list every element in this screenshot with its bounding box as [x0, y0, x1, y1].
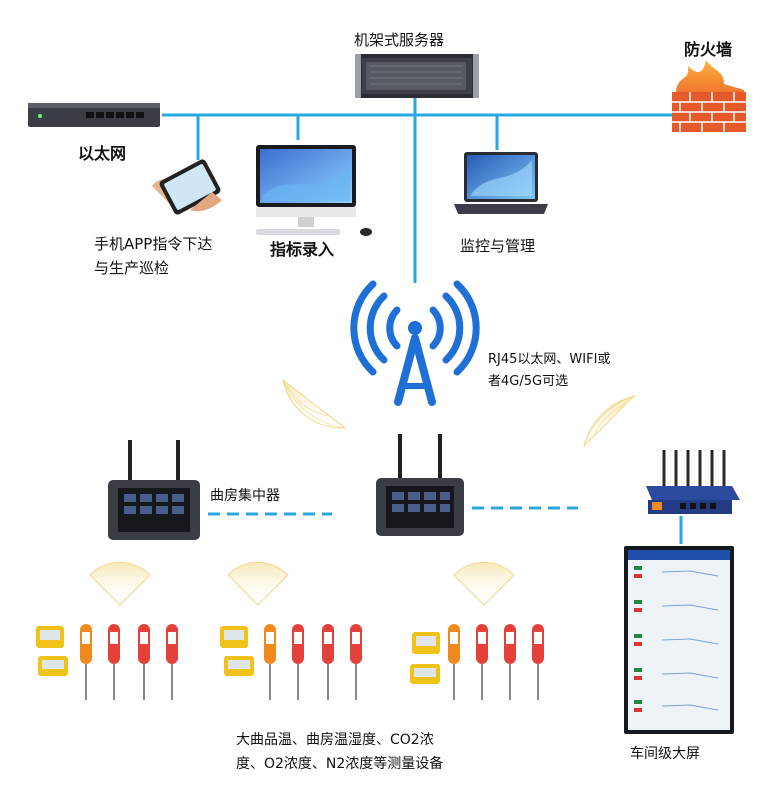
- concentrator-label: 曲房集中器: [210, 488, 280, 504]
- indicator-input-label: 指标录入: [270, 240, 335, 259]
- temperature-probe-icon: [350, 624, 362, 700]
- big-screen-label: 车间级大屏: [630, 746, 700, 762]
- sensor-meter-icon: [410, 632, 440, 684]
- dashed-link: [208, 506, 578, 516]
- signal-fan-icon: [89, 378, 636, 606]
- temperature-probe-icon: [292, 624, 304, 700]
- wireless-tower-icon: [350, 280, 480, 406]
- laptop-icon: [454, 152, 548, 214]
- network-note-line2: 者4G/5G可选: [488, 374, 569, 389]
- sensor-group: [410, 624, 544, 700]
- monitor-manage-label: 监控与管理: [460, 237, 536, 255]
- desktop-pc-icon: [256, 145, 372, 236]
- rack-server-icon: [355, 54, 479, 98]
- tablet-icon: [152, 159, 222, 215]
- temperature-probe-icon: [264, 624, 276, 700]
- temperature-probe-icon: [448, 624, 460, 700]
- temperature-probe-icon: [138, 624, 150, 700]
- firewall-icon: [672, 60, 746, 132]
- sensor-meter-icon: [220, 626, 254, 676]
- mobile-app-label-line2: 与生产巡检: [94, 259, 170, 277]
- sensors-label-line2: 度、O2浓度、N2浓度等测量设备: [236, 756, 444, 772]
- concentrator-icon: [376, 434, 464, 536]
- ethernet-bus: [162, 98, 672, 283]
- sensor-group: [36, 624, 178, 700]
- concentrator-icon: [108, 440, 200, 540]
- temperature-probe-icon: [322, 624, 334, 700]
- temperature-probe-icon: [108, 624, 120, 700]
- sensor-group: [220, 624, 362, 700]
- sensors-label-line1: 大曲品温、曲房温湿度、CO2浓: [236, 732, 434, 748]
- sensor-meter-icon: [36, 626, 68, 676]
- network-note-line1: RJ45以太网、WIFI或: [488, 352, 611, 367]
- ethernet-label: 以太网: [78, 144, 127, 163]
- router-icon: [646, 450, 740, 514]
- big-screen-icon: [624, 546, 734, 734]
- firewall-label: 防火墙: [684, 40, 733, 59]
- temperature-probe-icon: [166, 624, 178, 700]
- ethernet-switch-icon: [28, 103, 160, 127]
- mobile-app-label-line1: 手机APP指令下达: [94, 235, 213, 253]
- temperature-probe-icon: [504, 624, 516, 700]
- server-label: 机架式服务器: [354, 31, 445, 49]
- temperature-probe-icon: [532, 624, 544, 700]
- temperature-probe-icon: [476, 624, 488, 700]
- temperature-probe-icon: [80, 624, 92, 700]
